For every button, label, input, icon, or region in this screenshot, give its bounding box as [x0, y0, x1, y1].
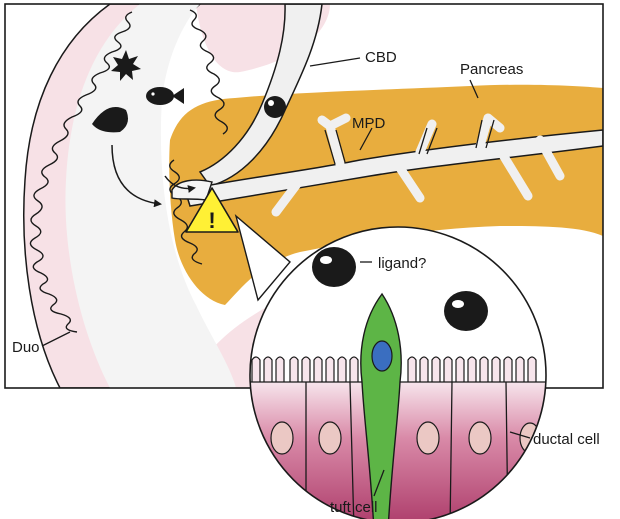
ligand-icon	[312, 247, 356, 287]
flow-arrow-2	[164, 175, 196, 193]
warning-mark: !	[208, 208, 215, 233]
bile-particle-highlight	[268, 100, 274, 106]
triangle-particle-icon	[92, 107, 128, 133]
warning-icon: !	[185, 187, 239, 233]
magnified-view	[249, 226, 547, 519]
magnified-view-outline	[249, 226, 547, 519]
magnify-callout	[234, 214, 291, 302]
duodenum-villi-right	[169, 9, 228, 265]
ductal-nucleus	[318, 421, 342, 455]
pancreas-body	[169, 84, 603, 305]
bile-particle	[264, 96, 286, 118]
star-microbe-icon	[111, 50, 141, 81]
tuft-cell-nucleus	[371, 340, 393, 372]
mpd-branch-outline	[324, 119, 495, 165]
label-duo: Duo	[12, 339, 40, 356]
microvilli	[251, 356, 537, 382]
label-ductal-cell: ductal cell	[533, 431, 600, 448]
duodenum-villi-left	[29, 11, 133, 333]
label-ligand: ligand?	[378, 255, 426, 272]
leader-lines	[41, 57, 531, 497]
label-cbd: CBD	[365, 49, 397, 66]
ductal-nucleus	[270, 421, 294, 455]
label-mpd: MPD	[352, 115, 386, 132]
label-pancreas: Pancreas	[460, 61, 523, 78]
ductal-nucleus	[468, 421, 492, 455]
fish-icon	[146, 87, 184, 105]
duodenum-lumen	[65, 4, 236, 388]
ligand-icon	[444, 291, 488, 331]
mpd-branches	[271, 113, 565, 217]
label-tuft-cell: tuft cell	[330, 499, 378, 516]
ductal-nucleus	[416, 421, 440, 455]
flow-arrow-1	[111, 144, 162, 208]
